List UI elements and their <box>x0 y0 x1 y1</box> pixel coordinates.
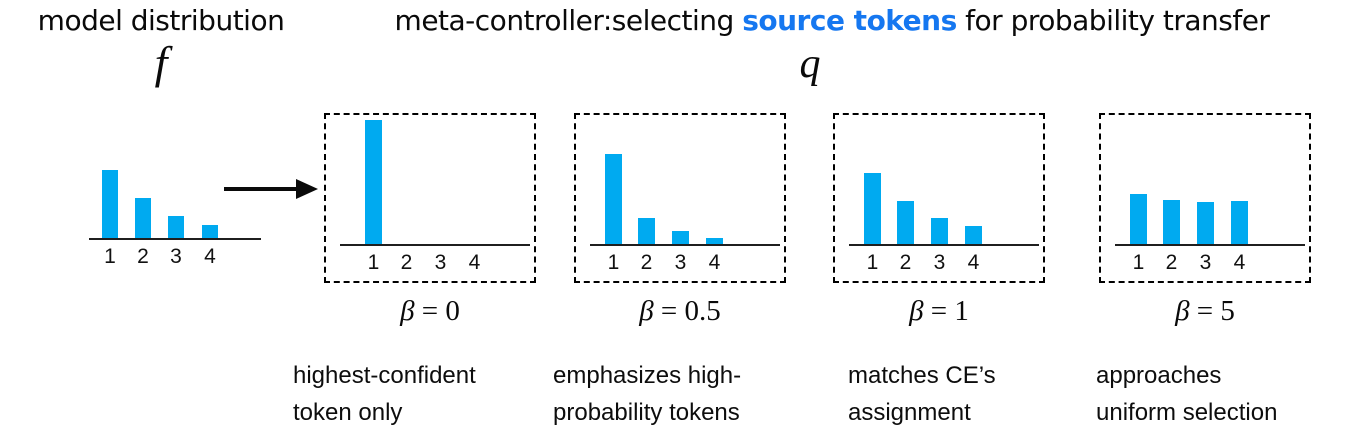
panel-caption: approaches uniform selection <box>1096 362 1278 426</box>
beta-value-label: β = 5 <box>1175 295 1235 327</box>
x-tick-label: 1 <box>367 251 380 274</box>
bar-token-3 <box>672 231 689 244</box>
q-symbol: q <box>332 40 1288 88</box>
bar-token-3 <box>168 216 184 238</box>
bar-token-2 <box>1163 200 1180 244</box>
bar-token-2 <box>897 201 914 244</box>
meta-controller-title: meta-controller:selecting source tokens … <box>332 4 1332 37</box>
beta-symbol: β <box>639 295 654 327</box>
x-tick-label: 2 <box>640 251 653 274</box>
x-tick-label: 2 <box>400 251 413 274</box>
bar-token-4 <box>1231 201 1248 244</box>
f-symbol: f <box>0 36 322 89</box>
arrow-right-icon <box>224 179 318 199</box>
x-tick-label: 2 <box>137 245 149 268</box>
bar-token-1 <box>365 120 382 244</box>
x-axis-line <box>590 244 780 246</box>
bar-token-4 <box>706 238 723 244</box>
x-tick-label: 3 <box>674 251 687 274</box>
beta-value-label: β = 0.5 <box>639 295 721 327</box>
x-tick-label: 1 <box>607 251 620 274</box>
x-tick-label: 1 <box>1132 251 1145 274</box>
f-symbol-text: f <box>154 37 168 88</box>
x-tick-label: 1 <box>866 251 879 274</box>
panel-caption: emphasizes high- probability tokens <box>553 362 742 426</box>
meta-controller-title-suffix: for probability transfer <box>956 4 1270 37</box>
bar-token-4 <box>965 226 982 244</box>
x-tick-label: 4 <box>468 251 481 274</box>
q-symbol-text: q <box>799 41 821 87</box>
beta-symbol: β <box>400 295 415 327</box>
bar-token-1 <box>864 173 881 244</box>
x-tick-label: 2 <box>1165 251 1178 274</box>
bar-token-1 <box>605 154 622 244</box>
beta-symbol: β <box>909 295 924 327</box>
bar-token-2 <box>638 218 655 244</box>
bar-token-1 <box>102 170 118 238</box>
meta-controller-title-prefix: meta-controller:selecting <box>394 4 743 37</box>
x-axis-line <box>849 244 1039 246</box>
x-tick-label: 4 <box>204 245 216 268</box>
x-tick-label: 2 <box>899 251 912 274</box>
beta-symbol: β <box>1175 295 1190 327</box>
x-axis-line <box>89 238 261 240</box>
bar-token-3 <box>1197 202 1214 244</box>
source-tokens-highlight: source tokens <box>742 4 957 37</box>
x-tick-label: 3 <box>434 251 447 274</box>
x-tick-label: 3 <box>170 245 182 268</box>
x-axis-line <box>1115 244 1305 246</box>
bar-token-2 <box>135 198 151 238</box>
model-distribution-title: model distribution <box>0 4 322 37</box>
x-tick-label: 4 <box>708 251 721 274</box>
beta-value-label: β = 1 <box>909 295 969 327</box>
bar-token-3 <box>931 218 948 244</box>
x-tick-label: 1 <box>104 245 116 268</box>
model-distribution-title-text: model distribution <box>37 4 285 37</box>
x-axis-line <box>340 244 530 246</box>
x-tick-label: 3 <box>933 251 946 274</box>
x-tick-label: 3 <box>1199 251 1212 274</box>
x-tick-label: 4 <box>967 251 980 274</box>
x-tick-label: 4 <box>1233 251 1246 274</box>
beta-value-label: β = 0 <box>400 295 460 327</box>
bar-token-4 <box>202 225 218 238</box>
panel-caption: highest-confident token only <box>293 362 476 426</box>
bar-token-1 <box>1130 194 1147 244</box>
panel-caption: matches CE’s assignment <box>848 362 996 426</box>
